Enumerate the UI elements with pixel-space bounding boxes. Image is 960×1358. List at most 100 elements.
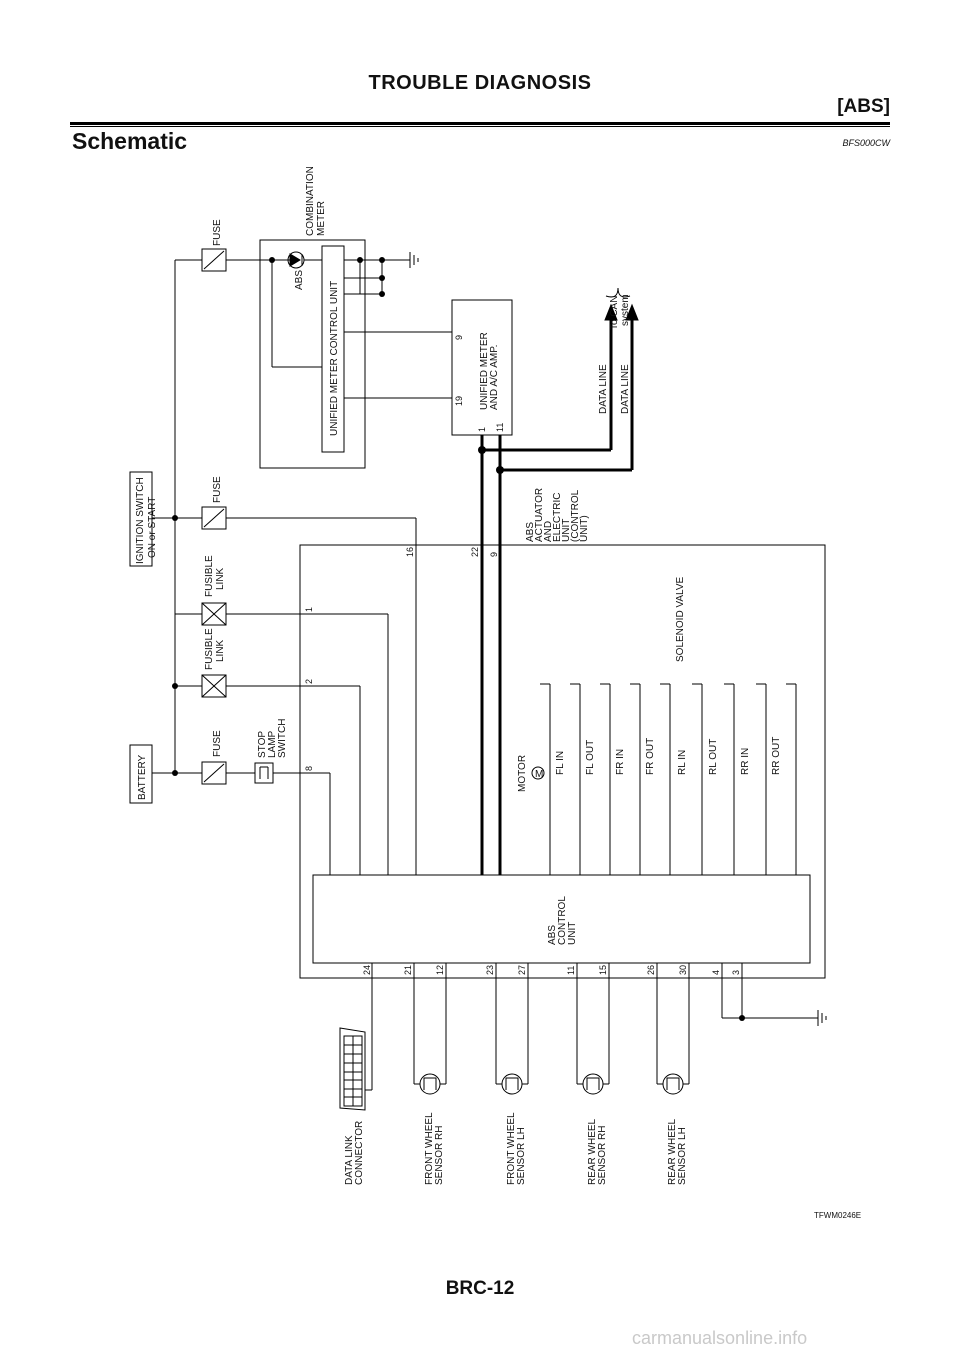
valve-fr-out-label: FR OUT — [645, 738, 656, 775]
rear-wheel-sensor-rh-label-2: SENSOR RH — [597, 1126, 608, 1185]
front-wheel-sensor-rh-label: FRONT WHEEL — [424, 1112, 435, 1185]
valve-rl-in-label: RL IN — [677, 750, 688, 775]
valve-fr-in-label: FR IN — [615, 749, 626, 775]
fuse-label-meter: FUSE — [212, 219, 223, 246]
combination-meter-label: COMBINATION — [305, 166, 316, 236]
pin-1: 1 — [304, 607, 314, 612]
stop-lamp-label-1: STOP — [257, 731, 268, 758]
pin-8: 8 — [304, 766, 314, 771]
motor-symbol-label: M — [535, 769, 543, 780]
fuse-meter — [201, 248, 227, 272]
fusible-link-1 — [201, 602, 227, 626]
reference-code: BFS000CW — [842, 138, 890, 148]
motor-symbol — [531, 766, 545, 780]
fuse-battery — [201, 761, 227, 785]
data-link-connector-label-2: CONNECTOR — [354, 1121, 365, 1185]
abs-actuator-electric-unit-box — [299, 544, 826, 979]
fuse-label-battery: FUSE — [212, 730, 223, 757]
section-tag: [ABS] — [837, 96, 890, 117]
fusible-link-2-label: FUSIBLE — [204, 628, 215, 670]
ignition-switch-label: IGNITION SWITCH — [135, 477, 146, 564]
to-can-label: To CAN — [609, 296, 620, 330]
front-wheel-sensor-lh-label-2: SENSOR LH — [516, 1127, 527, 1185]
stop-lamp-switch — [254, 762, 274, 784]
solenoid-coils — [540, 683, 797, 875]
pin-12: 12 — [435, 965, 445, 975]
front-wheel-sensor-rh-label-2: SENSOR RH — [434, 1126, 445, 1185]
unified-meter-ac-amp-label-2: AND A/C AMP. — [489, 345, 500, 410]
pin-22: 22 — [470, 547, 480, 557]
ignition-switch-state-label: ON or START — [147, 497, 158, 558]
pin-4: 4 — [711, 970, 721, 975]
pin-16: 16 — [405, 547, 415, 557]
fusible-link-1-label-2: LINK — [215, 567, 226, 590]
fuse-ignition — [201, 506, 227, 530]
rear-wheel-sensor-rh-label: REAR WHEEL — [587, 1118, 598, 1185]
battery-box — [129, 744, 153, 804]
actuator-label-7: UNIT) — [579, 515, 590, 542]
solenoid-valve-label: SOLENOID VALVE — [675, 576, 686, 662]
pin-9: 9 — [489, 552, 499, 557]
unified-meter-control-unit-label: UNIFIED METER CONTROL UNIT — [329, 281, 340, 436]
ground-meter — [409, 252, 419, 268]
rear-wheel-sensor-lh-label-2: SENSOR LH — [677, 1127, 688, 1185]
valve-rr-out-label: RR OUT — [771, 737, 782, 775]
actuator-label-5: UNIT — [561, 519, 572, 542]
unified-meter-ac-amp-label: UNIFIED METER — [479, 332, 490, 410]
rear-wheel-sensor-rh-symbol — [582, 1073, 604, 1095]
abs-control-unit-label-1: ABS — [547, 925, 558, 945]
combination-meter-box — [259, 239, 366, 469]
fusible-link-1-label: FUSIBLE — [204, 555, 215, 597]
pin-1-meter: 1 — [477, 427, 487, 432]
schematic-title: Schematic — [72, 128, 188, 154]
page-header-title: TROUBLE DIAGNOSIS — [368, 72, 592, 94]
rear-wheel-sensor-lh-label: REAR WHEEL — [667, 1118, 678, 1185]
front-wheel-sensor-rh-symbol — [419, 1073, 441, 1095]
header-rule — [70, 122, 890, 125]
abs-warning-lamp-label: ABS — [294, 270, 305, 290]
pin-11-meter: 11 — [495, 423, 505, 432]
header-rule-thin — [70, 126, 890, 127]
actuator-label-3: AND — [543, 521, 554, 542]
pin-2: 2 — [304, 679, 314, 684]
figure-code: TFWM0246E — [814, 1211, 862, 1220]
can-system-label: system — [620, 294, 631, 326]
valve-fl-in-label: FL IN — [555, 751, 566, 775]
page-number: BRC-12 — [445, 1278, 515, 1299]
pin-3: 3 — [731, 970, 741, 975]
front-wheel-sensor-lh-symbol — [501, 1073, 523, 1095]
pin-19-meter: 19 — [454, 396, 464, 406]
data-line-label-2: DATA LINE — [620, 364, 631, 414]
pin-27: 27 — [517, 965, 527, 975]
data-link-connector-symbol — [339, 1027, 366, 1111]
valve-rl-out-label: RL OUT — [708, 739, 719, 775]
pin-23: 23 — [485, 965, 495, 975]
battery-label: BATTERY — [137, 754, 148, 800]
fusible-link-2 — [201, 674, 227, 698]
pin-15: 15 — [598, 965, 608, 975]
abs-control-unit-label-3: UNIT — [567, 922, 578, 945]
unified-meter-control-unit-box — [321, 245, 345, 453]
actuator-label-6: (CONTROL — [570, 489, 581, 542]
rear-wheel-sensor-lh-symbol — [662, 1073, 684, 1095]
pin-24: 24 — [362, 965, 372, 975]
fusible-link-2-label-2: LINK — [215, 639, 226, 662]
data-line-label-1: DATA LINE — [598, 364, 609, 414]
pin-11: 11 — [566, 966, 576, 975]
stop-lamp-label-2: LAMP — [267, 730, 278, 758]
valve-fl-out-label: FL OUT — [585, 740, 596, 775]
pin-21: 21 — [403, 965, 413, 975]
fuse-label-ignition: FUSE — [212, 476, 223, 503]
motor-label: MOTOR — [517, 755, 528, 792]
front-wheel-sensor-lh-label: FRONT WHEEL — [506, 1112, 517, 1185]
actuator-label-2: ACTUATOR — [534, 488, 545, 542]
pin-30: 30 — [678, 965, 688, 975]
ground-abs — [817, 1010, 827, 1026]
combination-meter-label-2: METER — [316, 201, 327, 236]
actuator-label-1: ABS — [525, 522, 536, 542]
valve-rr-in-label: RR IN — [740, 748, 751, 775]
abs-control-unit-box — [312, 874, 811, 964]
abs-control-unit-label-2: CONTROL — [557, 896, 568, 945]
data-link-connector-label: DATA LINK — [344, 1135, 355, 1185]
